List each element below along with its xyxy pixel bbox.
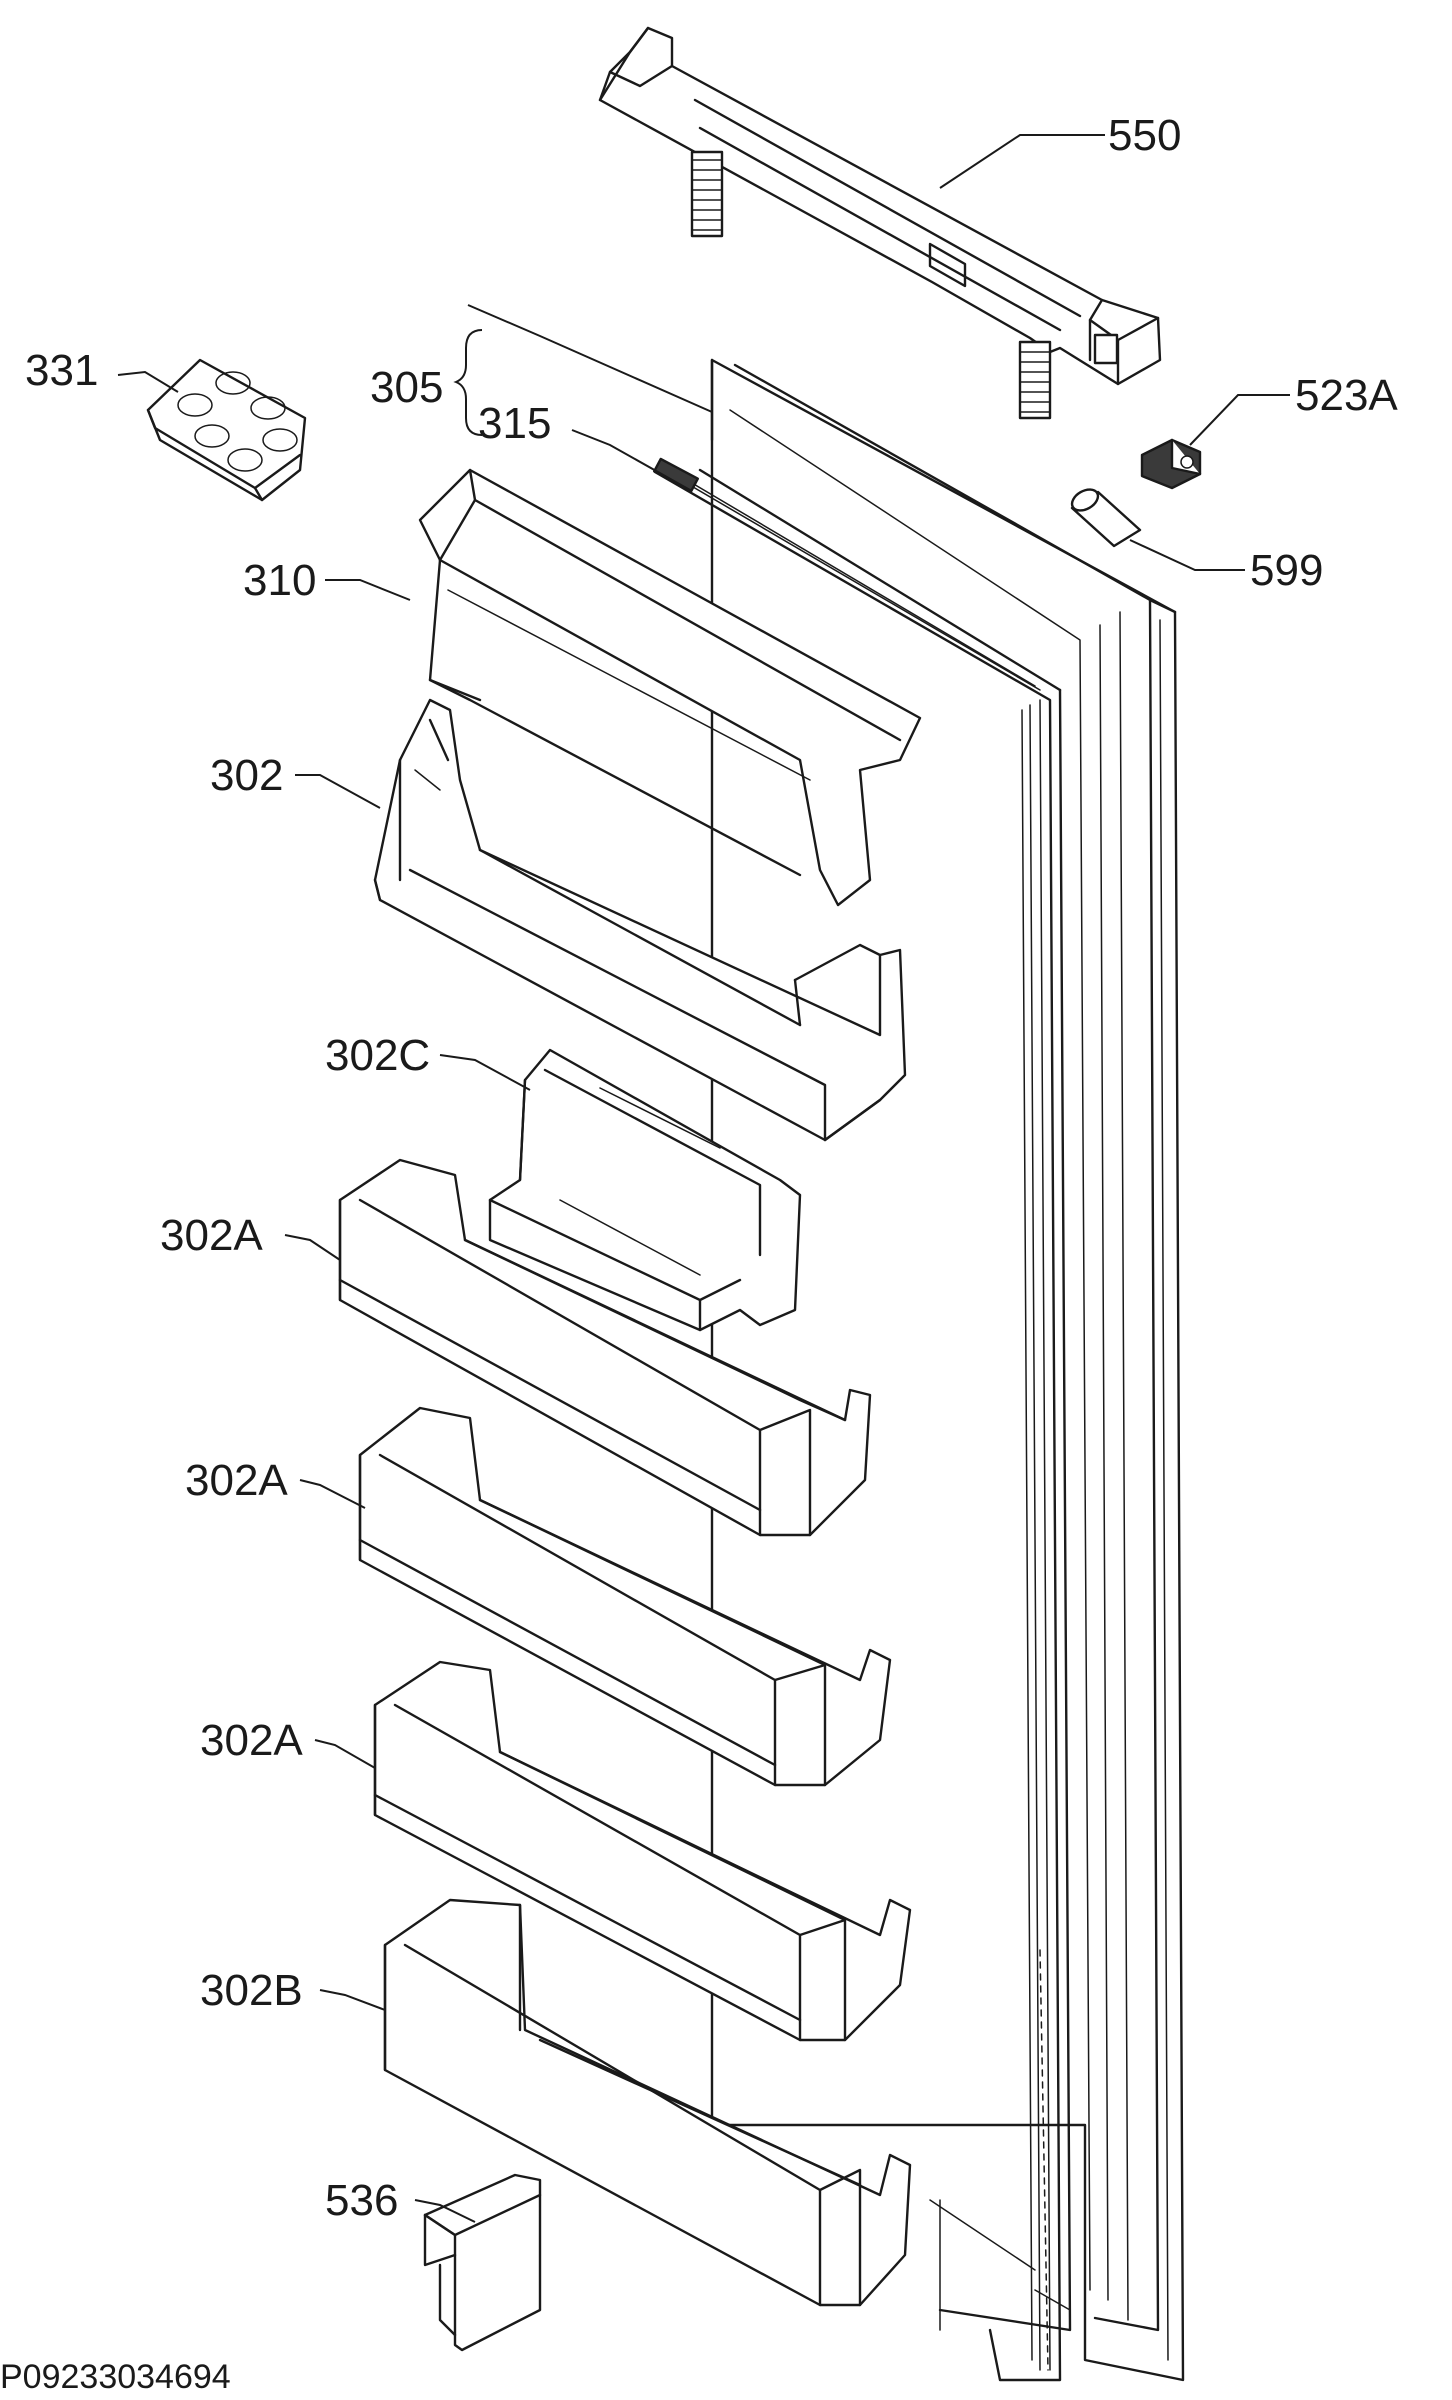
callout-brace-305 <box>453 329 483 436</box>
leader-lines <box>117 134 1290 2223</box>
callout-310: 310 <box>243 556 316 605</box>
hinge-part-523A <box>1140 438 1202 490</box>
callout-302A-1: 302A <box>160 1211 263 1260</box>
door-shelf-302 <box>373 698 907 1142</box>
callout-599: 599 <box>1250 546 1323 595</box>
door-shelf-302A-1 <box>338 1158 872 1537</box>
callout-315: 315 <box>478 399 551 448</box>
callout-302A-3: 302A <box>200 1716 303 1765</box>
callout-536: 536 <box>325 2176 398 2225</box>
door-shelf-302A-3 <box>373 1660 912 2042</box>
hinge-cover-550 <box>598 26 1162 420</box>
egg-tray-331 <box>146 358 307 502</box>
callout-523A: 523A <box>1295 371 1398 420</box>
document-id: P09233034694 <box>0 2358 231 2396</box>
callout-302B: 302B <box>200 1966 303 2015</box>
callout-302: 302 <box>210 751 283 800</box>
callout-550: 550 <box>1108 111 1181 160</box>
cover-536 <box>423 2173 542 2352</box>
door-shelf-302B <box>383 1898 912 2307</box>
hinge-pin-599 <box>1070 488 1142 548</box>
callout-302A-2: 302A <box>185 1456 288 1505</box>
callout-302C: 302C <box>325 1031 430 1080</box>
door-shelf-302A-2 <box>358 1406 892 1787</box>
callout-331: 331 <box>25 346 98 395</box>
dairy-flap-310 <box>418 468 922 907</box>
door-shelf-302C <box>488 1048 802 1332</box>
callout-305: 305 <box>370 363 443 412</box>
